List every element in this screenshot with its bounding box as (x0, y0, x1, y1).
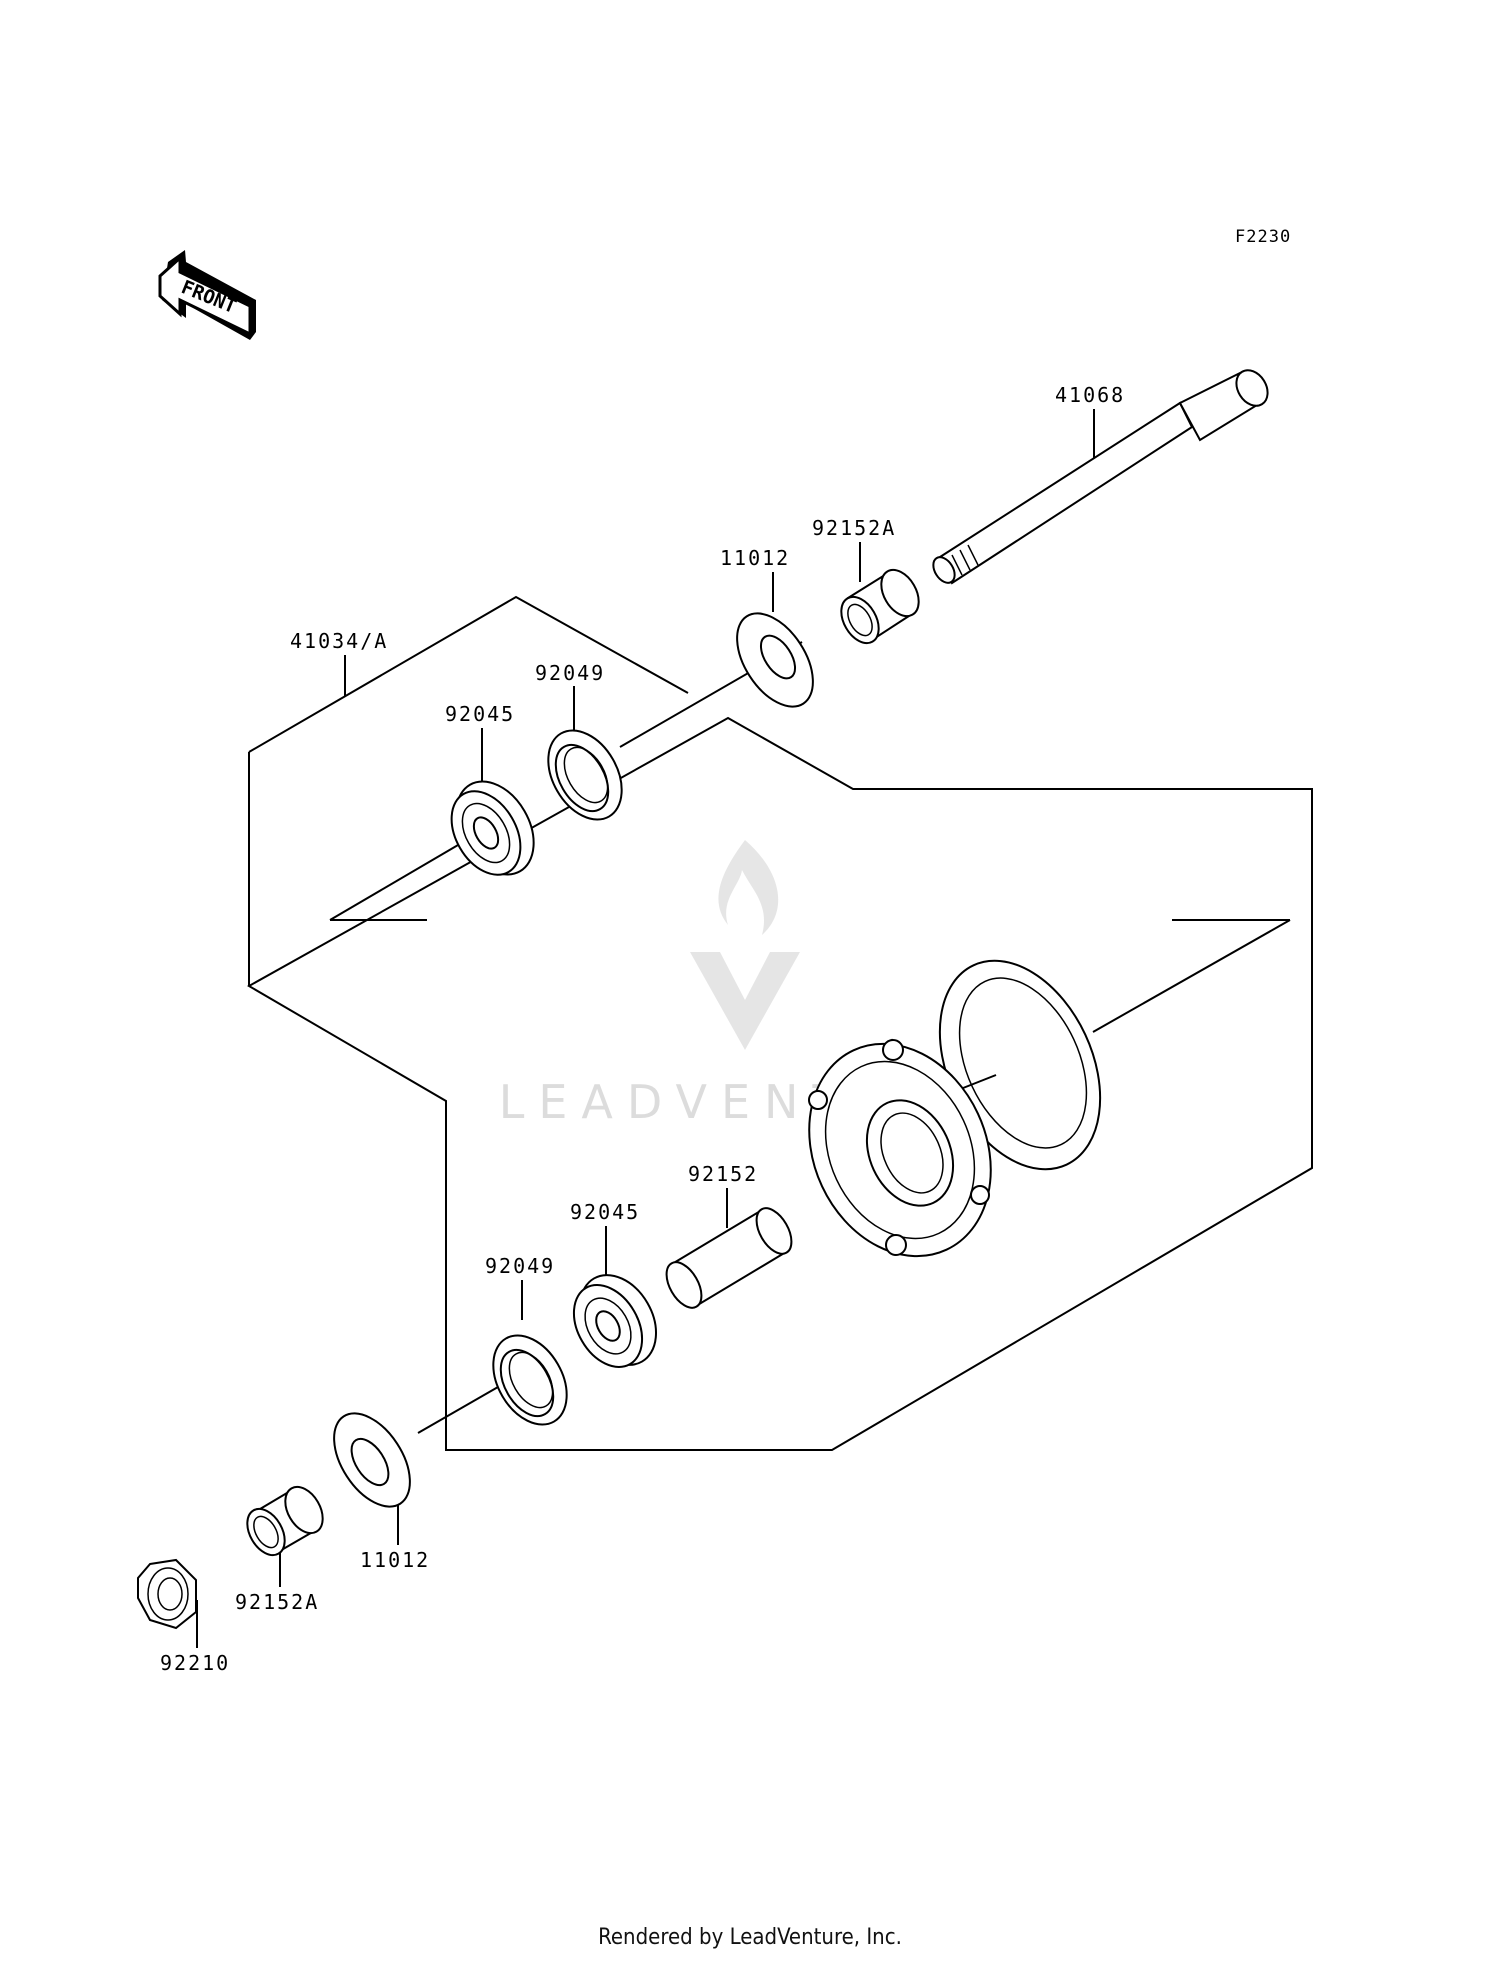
axle (932, 369, 1269, 585)
callout-92045-bottom: 92045 (570, 1200, 640, 1224)
callout-92152a-bottom: 92152A (235, 1590, 319, 1614)
axle-nut (137, 1558, 197, 1630)
front-arrow-icon: FRONT (158, 250, 256, 340)
oil-seal-top (547, 729, 623, 821)
oil-seal-bottom (492, 1334, 568, 1426)
spacer (665, 1207, 793, 1309)
collar-bottom (246, 1485, 324, 1557)
callout-92049-bottom: 92049 (485, 1254, 555, 1278)
callout-92210: 92210 (160, 1651, 230, 1675)
wheel-hub (808, 959, 1102, 1258)
callout-41034a: 41034/A (290, 629, 388, 653)
callout-92152: 92152 (688, 1162, 758, 1186)
collar-top (840, 568, 920, 645)
seal-top (736, 612, 814, 708)
bearing-top (450, 780, 535, 876)
callout-92049-top: 92049 (535, 661, 605, 685)
callout-92045-top: 92045 (445, 702, 515, 726)
callout-92152a-top: 92152A (812, 516, 896, 540)
hub-assembly-boundary (246, 595, 1313, 1451)
bearing-bottom (572, 1274, 657, 1368)
figure-code: F2230 (1235, 227, 1291, 247)
footer-credit: Rendered by LeadVenture, Inc. (598, 1925, 902, 1950)
callout-11012-bottom: 11012 (360, 1548, 430, 1572)
seal-bottom (333, 1412, 411, 1508)
watermark-flame-icon (690, 840, 800, 1050)
callout-11012-top: 11012 (720, 546, 790, 570)
callout-41068: 41068 (1055, 383, 1125, 407)
center-axis-lines (329, 641, 1291, 1434)
